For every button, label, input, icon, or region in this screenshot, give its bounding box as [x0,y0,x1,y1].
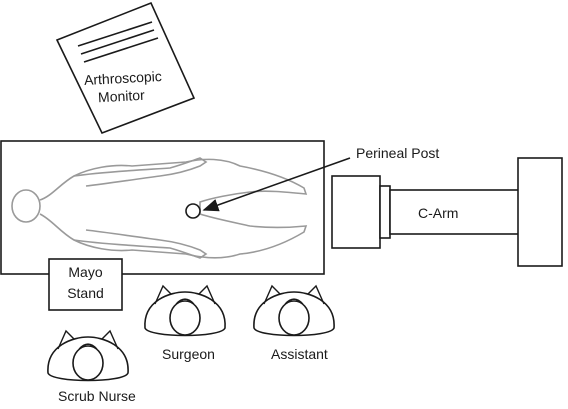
mayo-stand-label-line1: Mayo [68,264,103,280]
perineal-post-label: Perineal Post [356,145,440,161]
assistant-figure [253,285,335,337]
mayo-stand-label-line2: Stand [67,285,104,301]
c-arm [331,157,563,267]
perineal-post-arrow [202,157,351,212]
perineal-post [185,203,201,219]
c-arm-label: C-Arm [418,205,459,221]
arthroscopic-monitor [55,1,196,135]
operating-table [0,140,325,275]
scrub-nurse-label: Scrub Nurse [58,388,136,404]
assistant-label: Assistant [271,346,328,362]
mayo-stand [48,258,123,311]
scrub-nurse-figure [47,330,129,382]
surgeon-label: Surgeon [162,346,215,362]
surgeon-figure [144,285,226,337]
monitor-label-line2: Monitor [97,86,146,106]
